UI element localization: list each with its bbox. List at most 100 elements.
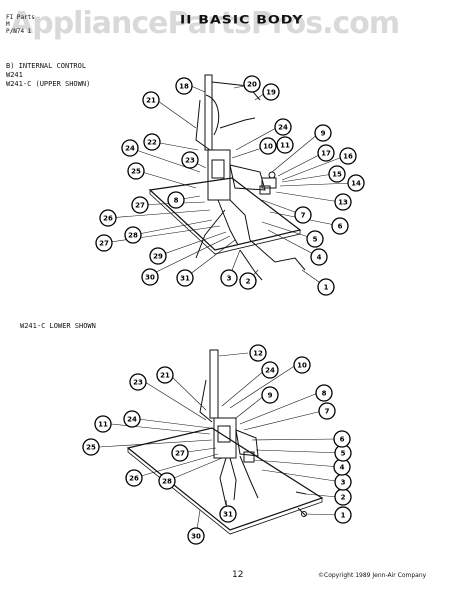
page-number: 12 [232,570,244,580]
callout-number: 20 [247,81,257,89]
callout-circle [167,191,185,209]
upper-model-line-2: W241-C (UPPER SHOWN) [6,80,91,88]
lower-callout-10: 10 [293,356,311,374]
callout-circle [187,527,205,545]
callout-circle [94,415,112,433]
callout-circle [317,144,335,162]
lower-callout-7: 7 [318,402,336,420]
upper-callout-10: 10 [259,137,277,155]
callout-circle [220,269,238,287]
lower-assembly-drawing [126,349,324,535]
upper-callout-18: 18 [175,77,193,95]
callout-circle [334,506,352,524]
callout-number: 21 [160,372,170,380]
callout-circle [239,272,257,290]
callout-number: 13 [338,199,348,207]
callout-number: 3 [341,479,346,487]
lower-callout-25: 25 [82,438,100,456]
callout-circle [318,402,336,420]
lower-callout-31: 31 [219,505,237,523]
callout-number: 23 [133,379,143,387]
callout-circle [124,226,142,244]
callout-number: 1 [324,284,329,292]
callout-circle [141,268,159,286]
callout-number: 28 [162,478,172,486]
callout-number: 5 [341,450,346,458]
callout-number: 11 [98,421,108,429]
callout-number: 29 [153,253,163,261]
callout-number: 21 [146,97,156,105]
upper-callout-14: 14 [347,174,365,192]
callout-number: 31 [180,275,190,283]
upper-callout-4: 4 [310,248,328,266]
callout-number: 2 [341,494,346,502]
callout-circle [333,430,351,448]
callout-circle [121,139,139,157]
lower-callout-28: 28 [158,472,176,490]
callout-number: 9 [321,130,326,138]
upper-callout-24: 24 [274,118,292,136]
lower-callout-30: 30 [187,527,205,545]
callout-number: 30 [191,533,201,541]
callout-circle [143,133,161,151]
page-title: II BASIC BODY [180,13,304,27]
lower-section-label: W241-C LOWER SHOWN [20,322,96,330]
callout-circle [99,209,117,227]
upper-callout-27: 27 [131,196,149,214]
upper-callout-11: 11 [276,136,294,154]
callout-number: 26 [103,215,113,223]
upper-callout-17: 17 [317,144,335,162]
lower-callout-24: 24 [261,361,279,379]
callout-circle [315,384,333,402]
callout-circle [276,136,294,154]
callout-number: 11 [280,142,290,150]
upper-callout-24: 24 [121,139,139,157]
upper-callout-22: 22 [143,133,161,151]
upper-callout-3: 3 [220,269,238,287]
callout-number: 25 [86,444,96,452]
upper-callout-16: 16 [339,147,357,165]
callout-circle [347,174,365,192]
callout-circle [156,366,174,384]
callout-number: 10 [297,362,307,370]
callout-circle [339,147,357,165]
callout-number: 7 [301,212,306,220]
upper-callout-5: 5 [306,230,324,248]
callout-circle [129,373,147,391]
lower-callout-1: 1 [334,506,352,524]
callout-number: 14 [351,180,361,188]
lower-callout-8: 8 [315,384,333,402]
upper-callout-26: 26 [99,209,117,227]
upper-assembly-drawing [148,74,306,281]
callout-circle [243,75,261,93]
callout-circle [328,165,346,183]
callout-number: 26 [129,475,139,483]
lower-callout-12: 12 [249,344,267,362]
callout-number: 28 [128,232,138,240]
upper-callout-25: 25 [127,162,145,180]
callout-circle [310,248,328,266]
lower-callout-2: 2 [334,488,352,506]
callout-number: 6 [340,436,345,444]
lower-callout-11: 11 [94,415,112,433]
callout-number: 17 [321,150,331,158]
callout-number: 30 [145,274,155,282]
callout-circle [306,230,324,248]
callout-circle [262,83,280,101]
callout-circle [82,438,100,456]
upper-model-line-1: W241 [6,71,23,79]
callout-number: 8 [174,197,179,205]
lower-leader-lines [98,352,344,537]
callout-number: 16 [343,153,353,161]
callout-number: 22 [147,139,157,147]
callout-number: 7 [325,408,330,416]
upper-callout-9: 9 [314,124,332,142]
upper-callout-30: 30 [141,268,159,286]
header-line-1: FI Parts [6,14,35,21]
callout-number: 2 [246,278,251,286]
copyright-notice: ©Copyright 1989 Jenn-Air Company [318,572,427,579]
upper-section-label: B) INTERNAL CONTROL [6,62,87,70]
lower-callout-26: 26 [125,469,143,487]
